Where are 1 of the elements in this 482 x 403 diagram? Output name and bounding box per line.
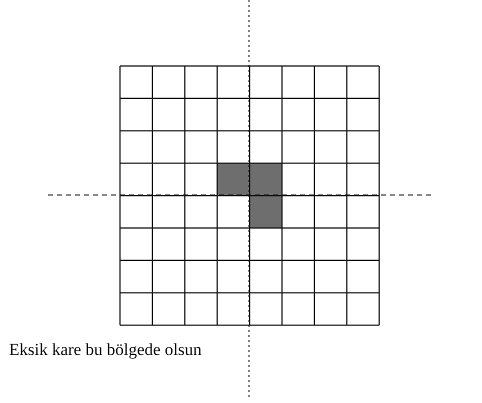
note-text: Eksik kare bu bölgede olsun bbox=[9, 341, 203, 358]
